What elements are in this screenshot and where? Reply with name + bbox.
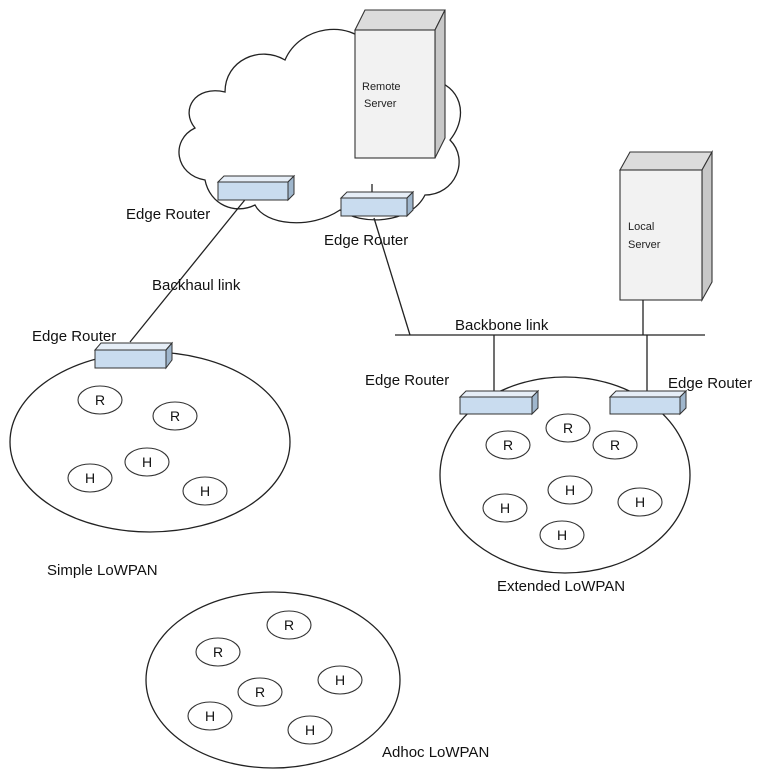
local-server-label-line1: Local <box>628 221 654 233</box>
router-node-label: R <box>284 617 294 633</box>
simple-router-node: R <box>77 385 123 415</box>
edge-router-label-extended-left: Edge Router <box>365 372 449 389</box>
adhoc-router-node: R <box>195 637 241 667</box>
host-node-ellipse <box>317 665 363 695</box>
host-node-label: H <box>200 483 210 499</box>
extended-router-node: R <box>545 413 591 443</box>
lowpan-nodes: R R H H H R R R H H H H R R R H H H <box>67 385 663 745</box>
host-node-label: H <box>557 527 567 543</box>
extended-host-node: H <box>547 475 593 505</box>
host-node-label: H <box>335 672 345 688</box>
host-node-ellipse <box>482 493 528 523</box>
router-node-label: R <box>213 644 223 660</box>
host-node-ellipse <box>539 520 585 550</box>
simple-lowpan-label: Simple LoWPAN <box>47 562 158 579</box>
router-node-label: R <box>95 392 105 408</box>
extended-host-node: H <box>617 487 663 517</box>
edge-router-label-simple: Edge Router <box>32 328 116 345</box>
router-node-label: R <box>563 420 573 436</box>
router-node-ellipse <box>485 430 531 460</box>
edge-router-cloud-right <box>339 190 415 218</box>
adhoc-lowpan-label: Adhoc LoWPAN <box>382 744 489 761</box>
host-node-ellipse <box>187 701 233 731</box>
host-node-ellipse <box>547 475 593 505</box>
simple-host-node: H <box>67 463 113 493</box>
host-node-label: H <box>142 454 152 470</box>
router-node-ellipse <box>545 413 591 443</box>
edge-router-label-cloud-right: Edge Router <box>324 232 408 249</box>
router-node-ellipse <box>195 637 241 667</box>
edge-router-cloud-left <box>216 174 296 202</box>
edge-router-label-extended-right: Edge Router <box>668 375 752 392</box>
adhoc-host-node: H <box>317 665 363 695</box>
simple-router-node: R <box>152 401 198 431</box>
host-node-ellipse <box>287 715 333 745</box>
extended-lowpan-label: Extended LoWPAN <box>497 578 625 595</box>
edge-router-extended-left <box>458 389 540 416</box>
router-node-ellipse <box>152 401 198 431</box>
local-server-label-line2: Server <box>628 239 661 251</box>
router-node-ellipse <box>77 385 123 415</box>
host-node-label: H <box>635 494 645 510</box>
router-node-ellipse <box>237 677 283 707</box>
remote-server: Remote Server <box>354 9 446 159</box>
adhoc-host-node: H <box>187 701 233 731</box>
remote-server-label-line1: Remote <box>362 81 401 93</box>
local-server: Local Server <box>619 149 713 303</box>
host-node-ellipse <box>617 487 663 517</box>
edge-router-simple-lowpan <box>93 341 174 370</box>
remote-server-label-line2: Server <box>364 98 397 110</box>
adhoc-host-node: H <box>287 715 333 745</box>
extended-host-node: H <box>482 493 528 523</box>
host-node-label: H <box>305 722 315 738</box>
extended-router-node: R <box>485 430 531 460</box>
edge-router-extended-right <box>608 389 688 416</box>
host-node-label: H <box>205 708 215 724</box>
host-node-label: H <box>565 482 575 498</box>
backhaul-link-line <box>129 195 249 343</box>
extended-lowpan-area <box>439 376 691 574</box>
host-node-ellipse <box>67 463 113 493</box>
host-node-ellipse <box>124 447 170 477</box>
router-node-label: R <box>503 437 513 453</box>
router-node-label: R <box>610 437 620 453</box>
simple-lowpan-area <box>9 351 291 533</box>
router-node-ellipse <box>266 610 312 640</box>
adhoc-router-node: R <box>266 610 312 640</box>
extended-host-node: H <box>539 520 585 550</box>
router-node-ellipse <box>592 430 638 460</box>
router-node-label: R <box>170 408 180 424</box>
adhoc-router-node: R <box>237 677 283 707</box>
host-node-label: H <box>85 470 95 486</box>
simple-host-node: H <box>182 476 228 506</box>
host-node-label: H <box>500 500 510 516</box>
extended-router-node: R <box>592 430 638 460</box>
host-node-ellipse <box>182 476 228 506</box>
edge-router-label-cloud-left: Edge Router <box>126 206 210 223</box>
simple-host-node: H <box>124 447 170 477</box>
backbone-link-label: Backbone link <box>455 317 549 334</box>
cloud-to-backbone-line <box>373 217 411 336</box>
router-node-label: R <box>255 684 265 700</box>
backhaul-link-label: Backhaul link <box>152 277 241 294</box>
